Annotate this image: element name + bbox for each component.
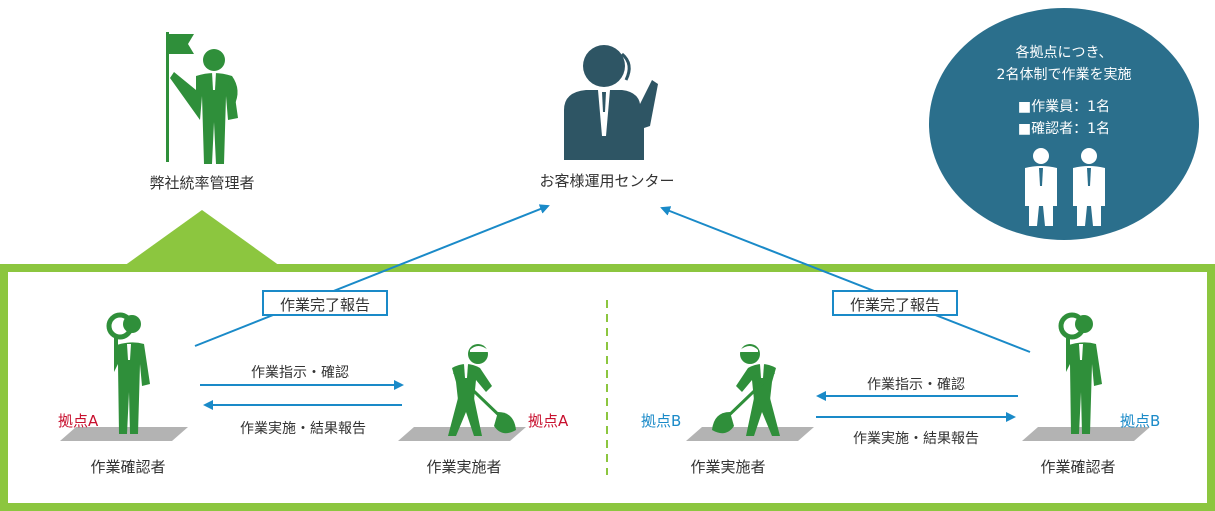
worker-shovel-icon <box>712 344 780 436</box>
floor-shadow <box>398 427 526 441</box>
worker-label-b: 作業実施者 <box>690 458 766 476</box>
info-circle: 各拠点につき、 2名体制で作業を実施 ■作業員：1名 ■確認者：1名 <box>929 8 1199 240</box>
site-badge-a-right: 拠点A <box>528 412 569 430</box>
site-frame <box>0 264 1215 511</box>
manager-label: 弊社統率管理者 <box>149 174 255 192</box>
info-line-2: 2名体制で作業を実施 <box>996 67 1132 83</box>
instruction-label-b: 作業指示・確認 <box>867 377 965 393</box>
checker-label-a: 作業確認者 <box>90 458 166 476</box>
worker-shovel-icon <box>448 344 516 436</box>
hierarchy-connector <box>124 210 280 266</box>
info-item-2: ■確認者：1名 <box>1017 121 1111 137</box>
checker-magnifier-icon <box>1058 312 1102 434</box>
info-line-1: 各拠点につき、 <box>1015 45 1113 61</box>
report-box-b: 作業完了報告 <box>832 290 958 316</box>
center-label: お客様運用センター <box>539 172 675 190</box>
result-label-b: 作業実施・結果報告 <box>853 431 979 447</box>
two-workers-icon <box>1025 148 1105 226</box>
report-arrow-b <box>660 206 1031 353</box>
info-item-1: ■作業員：1名 <box>1017 99 1111 115</box>
site-badge-b-right: 拠点B <box>1120 412 1161 430</box>
checker-label-b: 作業確認者 <box>1040 458 1116 476</box>
report-box-a: 作業完了報告 <box>262 290 388 316</box>
worker-label-a: 作業実施者 <box>426 458 502 476</box>
operator-phone-icon <box>564 45 658 160</box>
site-badge-b-left: 拠点B <box>641 412 682 430</box>
site-badge-a-left: 拠点A <box>58 412 99 430</box>
report-arrow-a <box>194 204 550 347</box>
manager-flag-icon <box>166 32 238 164</box>
result-label-a: 作業実施・結果報告 <box>240 421 366 437</box>
instruction-label-a: 作業指示・確認 <box>251 365 349 381</box>
checker-magnifier-icon <box>106 312 150 434</box>
